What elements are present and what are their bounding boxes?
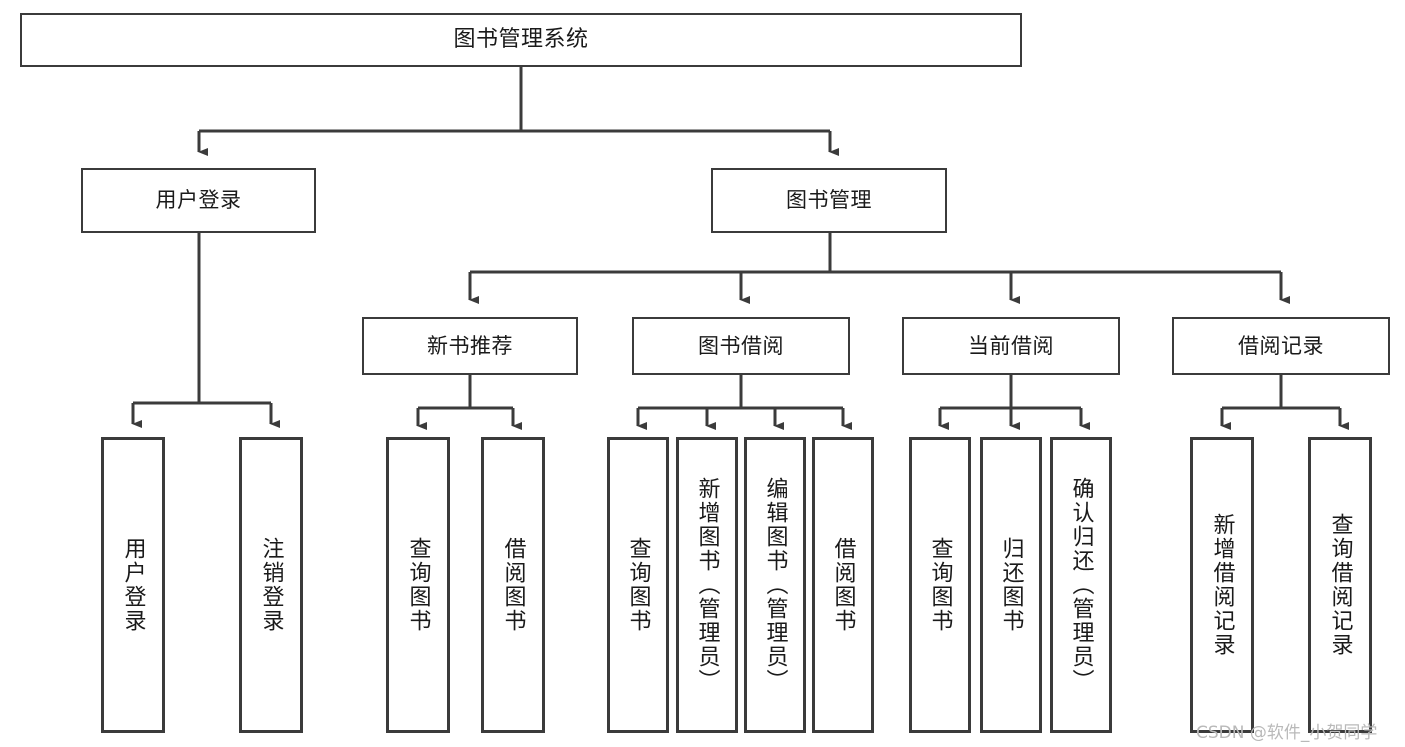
node-current-borrow[interactable]: 当前借阅 xyxy=(902,317,1120,375)
node-borrow-record[interactable]: 借阅记录 xyxy=(1172,317,1390,375)
node-leaf-return-book-label: 归还图书 xyxy=(998,537,1024,633)
node-book-manage[interactable]: 图书管理 xyxy=(711,168,947,233)
node-book-borrow[interactable]: 图书借阅 xyxy=(632,317,850,375)
node-new-book-recommend[interactable]: 新书推荐 xyxy=(362,317,578,375)
node-leaf-query-record[interactable]: 查询借阅记录 xyxy=(1308,437,1372,733)
node-book-manage-label: 图书管理 xyxy=(786,188,872,213)
node-user-login-label: 用户登录 xyxy=(155,188,242,213)
node-leaf-confirm-return-label: 确认归还（管理员） xyxy=(1068,477,1094,693)
csdn-watermark: CSDN @软件_小贺同学 xyxy=(1196,723,1378,743)
node-leaf-query-record-label: 查询借阅记录 xyxy=(1327,513,1353,657)
node-current-borrow-label: 当前借阅 xyxy=(968,333,1054,358)
node-leaf-add-record-label: 新增借阅记录 xyxy=(1209,513,1235,657)
node-book-borrow-label: 图书借阅 xyxy=(698,333,784,358)
node-leaf-borrow-book-2-label: 借阅图书 xyxy=(830,537,856,633)
node-leaf-query-book-3-label: 查询图书 xyxy=(927,537,953,633)
node-leaf-add-book-label: 新增图书（管理员） xyxy=(694,477,720,693)
node-leaf-edit-book-label: 编辑图书（管理员） xyxy=(762,477,788,693)
node-root[interactable]: 图书管理系统 xyxy=(20,13,1022,67)
node-leaf-query-book-1-label: 查询图书 xyxy=(405,537,431,633)
node-leaf-user-login[interactable]: 用户登录 xyxy=(101,437,165,733)
node-leaf-borrow-book-2[interactable]: 借阅图书 xyxy=(812,437,874,733)
node-leaf-query-book-2[interactable]: 查询图书 xyxy=(607,437,669,733)
node-leaf-add-book[interactable]: 新增图书（管理员） xyxy=(676,437,738,733)
node-leaf-confirm-return[interactable]: 确认归还（管理员） xyxy=(1050,437,1112,733)
node-leaf-user-login-label: 用户登录 xyxy=(120,537,146,633)
node-leaf-edit-book[interactable]: 编辑图书（管理员） xyxy=(744,437,806,733)
node-leaf-logout-login[interactable]: 注销登录 xyxy=(239,437,303,733)
node-leaf-query-book-3[interactable]: 查询图书 xyxy=(909,437,971,733)
node-leaf-query-book-2-label: 查询图书 xyxy=(625,537,651,633)
node-leaf-logout-login-label: 注销登录 xyxy=(258,537,284,633)
node-root-label: 图书管理系统 xyxy=(453,27,589,53)
node-user-login[interactable]: 用户登录 xyxy=(81,168,316,233)
node-leaf-borrow-book-1-label: 借阅图书 xyxy=(500,537,526,633)
node-leaf-query-book-1[interactable]: 查询图书 xyxy=(386,437,450,733)
node-leaf-return-book[interactable]: 归还图书 xyxy=(980,437,1042,733)
node-borrow-record-label: 借阅记录 xyxy=(1238,333,1324,358)
node-new-book-recommend-label: 新书推荐 xyxy=(427,333,513,358)
node-leaf-borrow-book-1[interactable]: 借阅图书 xyxy=(481,437,545,733)
node-leaf-add-record[interactable]: 新增借阅记录 xyxy=(1190,437,1254,733)
